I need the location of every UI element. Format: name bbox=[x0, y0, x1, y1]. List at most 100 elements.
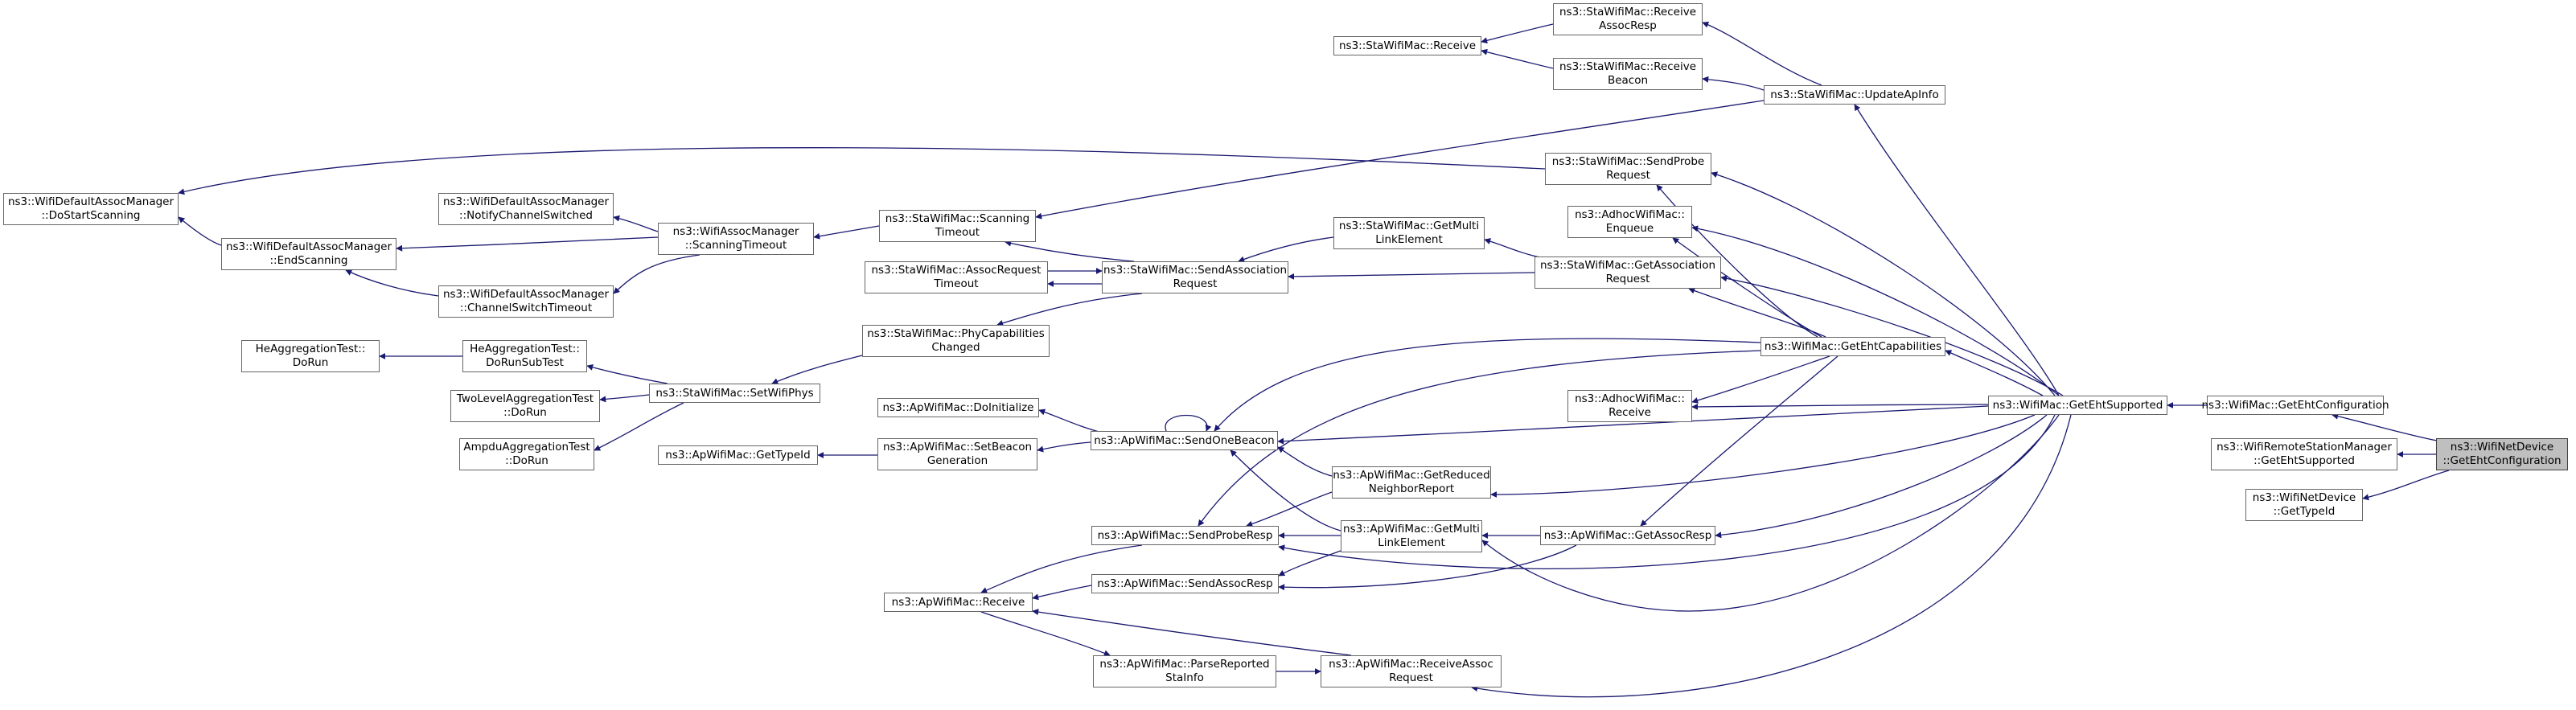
node-getehtsupported-remotestation[interactable]: ns3::WifiRemoteStationManager::GetEhtSup… bbox=[2211, 438, 2397, 470]
node-adhoc-enqueue[interactable]: ns3::AdhocWifiMac::Enqueue bbox=[1567, 206, 1692, 238]
node-label-line: ::DoRun bbox=[505, 454, 548, 467]
node-label-line: ::ChannelSwitchTimeout bbox=[459, 302, 593, 314]
edge-two-level-aggregation-do-run-to-sta-set-wifi-phys bbox=[599, 394, 650, 403]
node-assoc-manager-scanning-timeout[interactable]: ns3::WifiAssocManager::ScanningTimeout bbox=[658, 223, 814, 255]
node-label-line: Timeout bbox=[934, 277, 979, 290]
node-label-line: ns3::ApWifiMac::SetBeacon bbox=[882, 441, 1033, 453]
node-label-line: ns3::WifiRemoteStationManager bbox=[2217, 441, 2392, 453]
edge-ampdu-aggregation-do-run-to-sta-set-wifi-phys bbox=[594, 402, 684, 451]
edge-sta-get-association-request-to-get-eht-capabilities bbox=[1688, 287, 1826, 338]
node-label-line: ns3::ApWifiMac::DoInitialize bbox=[882, 400, 1034, 414]
node-label-line: ns3::WifiDefaultAssocManager bbox=[442, 288, 610, 301]
node-label-line: ns3::StaWifiMac::UpdateApInfo bbox=[1770, 88, 1939, 101]
node-default-do-start-scanning[interactable]: ns3::WifiDefaultAssocManager::DoStartSca… bbox=[3, 193, 179, 225]
node-label-line: ns3::StaWifiMac::SendProbe bbox=[1551, 155, 1705, 168]
node-label-line: ns3::WifiNetDevice bbox=[2450, 441, 2554, 453]
node-label-line: Receive bbox=[1608, 406, 1651, 419]
node-sta-receive[interactable]: ns3::StaWifiMac::Receive bbox=[1333, 36, 1481, 55]
node-ap-send-one-beacon[interactable]: ns3::ApWifiMac::SendOneBeacon bbox=[1091, 431, 1278, 450]
edge-default-channel-switch-timeout-to-assoc-manager-scanning-timeout bbox=[613, 254, 700, 294]
node-label-line: ns3::ApWifiMac::SendProbeResp bbox=[1097, 528, 1273, 542]
node-ap-do-initialize[interactable]: ns3::ApWifiMac::DoInitialize bbox=[877, 398, 1039, 417]
node-ampdu-aggregation-do-run[interactable]: AmpduAggregationTest::DoRun bbox=[459, 438, 594, 470]
node-ap-get-type-id[interactable]: ns3::ApWifiMac::GetTypeId bbox=[658, 445, 818, 465]
node-getehtsupported-wifimac[interactable]: ns3::WifiMac::GetEhtSupported bbox=[1988, 396, 2167, 415]
node-label-line: ns3::StaWifiMac::Receive bbox=[1559, 6, 1696, 18]
node-label-line: ns3::WifiNetDevice bbox=[2252, 491, 2356, 504]
edge-ap-send-assoc-resp-to-ap-get-multi-link-element bbox=[1278, 550, 1341, 577]
edge-ap-get-assoc-resp-to-get-eht-capabilities bbox=[1640, 355, 1839, 527]
node-ap-get-assoc-resp[interactable]: ns3::ApWifiMac::GetAssocResp bbox=[1540, 526, 1715, 545]
edge-ap-receive-to-ap-send-assoc-resp bbox=[1032, 585, 1092, 601]
node-adhoc-receive[interactable]: ns3::AdhocWifiMac::Receive bbox=[1567, 390, 1692, 422]
node-label-line: ::DoStartScanning bbox=[41, 209, 141, 222]
node-label-line: ns3::WifiDefaultAssocManager bbox=[442, 195, 610, 208]
node-he-aggregation-do-run-subtest[interactable]: HeAggregationTest::DoRunSubTest bbox=[462, 340, 587, 372]
edge-adhoc-receive-to-get-eht-capabilities bbox=[1691, 355, 1830, 404]
edge-sta-send-association-request-to-sta-get-association-request bbox=[1288, 272, 1535, 280]
edge-ap-set-beacon-generation-to-ap-send-one-beacon bbox=[1037, 441, 1091, 453]
edge-default-notify-channel-switched-to-assoc-manager-scanning-timeout bbox=[613, 215, 659, 232]
node-label-line: ns3::StaWifiMac::AssocRequest bbox=[871, 264, 1041, 277]
node-label-line: LinkElement bbox=[1378, 536, 1445, 549]
edge-sta-get-multi-link-element-to-sta-get-association-request bbox=[1484, 238, 1541, 258]
node-ap-receive[interactable]: ns3::ApWifiMac::Receive bbox=[884, 593, 1033, 612]
node-getehtconfiguration-wifimac[interactable]: ns3::WifiMac::GetEhtConfiguration bbox=[2202, 396, 2389, 415]
node-ap-send-probe-resp[interactable]: ns3::ApWifiMac::SendProbeResp bbox=[1091, 526, 1279, 545]
edge-sta-scanning-timeout-to-sta-send-association-request bbox=[1005, 240, 1135, 262]
node-label-line: ns3::ApWifiMac::SendOneBeacon bbox=[1094, 433, 1275, 447]
node-label-line: Changed bbox=[931, 341, 980, 354]
node-label-line: ns3::ApWifiMac::GetTypeId bbox=[665, 448, 811, 462]
node-two-level-aggregation-do-run[interactable]: TwoLevelAggregationTest::DoRun bbox=[450, 390, 600, 422]
node-label-line: ns3::WifiAssocManager bbox=[672, 225, 799, 238]
node-default-end-scanning[interactable]: ns3::WifiDefaultAssocManager::EndScannin… bbox=[221, 238, 396, 270]
edge-get-eht-capabilities-to-getehtsupported-wifimac bbox=[1945, 350, 2044, 396]
edge-default-do-start-scanning-to-send-probe-request bbox=[178, 147, 1546, 195]
node-label-line: ns3::StaWifiMac::Receive bbox=[1559, 60, 1696, 73]
edge-sta-get-association-request-to-getehtsupported-wifimac bbox=[1720, 275, 2064, 396]
node-label-line: ::NotifyChannelSwitched bbox=[459, 209, 593, 222]
node-he-aggregation-do-run[interactable]: HeAggregationTest::DoRun bbox=[241, 340, 380, 372]
edge-ap-get-reduced-neighbor-report-to-getehtsupported-wifimac bbox=[1490, 414, 2036, 498]
edge-phy-capabilities-changed-to-sta-send-association-request bbox=[996, 293, 1143, 326]
node-label-line: AmpduAggregationTest bbox=[463, 441, 590, 453]
node-label-line: ns3::ApWifiMac::Receive bbox=[891, 595, 1025, 609]
edge-sta-receive-to-receive-assocresp bbox=[1481, 23, 1554, 44]
node-label-line: ::DoRun bbox=[503, 406, 547, 419]
node-default-notify-channel-switched[interactable]: ns3::WifiDefaultAssocManager::NotifyChan… bbox=[438, 193, 614, 225]
edge-sta-scanning-timeout-to-update-apinfo bbox=[1035, 100, 1765, 220]
node-getehtconfiguration-netdevice: ns3::WifiNetDevice::GetEhtConfiguration bbox=[2436, 438, 2568, 470]
edge-default-end-scanning-to-default-channel-switch-timeout bbox=[345, 269, 439, 297]
node-label-line: LinkElement bbox=[1375, 233, 1443, 246]
node-sta-set-wifi-phys[interactable]: ns3::StaWifiMac::SetWifiPhys bbox=[649, 384, 820, 403]
node-label-line: Request bbox=[1606, 169, 1650, 182]
node-label-line: Generation bbox=[926, 454, 988, 467]
node-label-line: HeAggregationTest:: bbox=[255, 343, 366, 355]
edge-ap-get-assoc-resp-to-getehtsupported-wifimac bbox=[1715, 414, 2048, 539]
node-label-line: AssocResp bbox=[1599, 19, 1657, 32]
node-gettypeid-netdevice[interactable]: ns3::WifiNetDevice::GetTypeId bbox=[2245, 489, 2363, 521]
node-get-eht-capabilities[interactable]: ns3::WifiMac::GetEhtCapabilities bbox=[1760, 337, 1945, 356]
node-default-channel-switch-timeout[interactable]: ns3::WifiDefaultAssocManager::ChannelSwi… bbox=[438, 285, 614, 318]
edge-ap-send-one-beacon-to-ap-get-reduced-neighbor-report bbox=[1277, 446, 1333, 477]
node-update-apinfo[interactable]: ns3::StaWifiMac::UpdateApInfo bbox=[1764, 85, 1945, 105]
node-ap-send-assoc-resp[interactable]: ns3::ApWifiMac::SendAssocResp bbox=[1091, 574, 1279, 593]
node-label-line: ns3::ApWifiMac::ParseReported bbox=[1099, 658, 1270, 671]
edge-update-apinfo-to-getehtsupported-wifimac bbox=[1854, 104, 2060, 396]
node-label-line: ns3::StaWifiMac::Scanning bbox=[885, 212, 1030, 225]
